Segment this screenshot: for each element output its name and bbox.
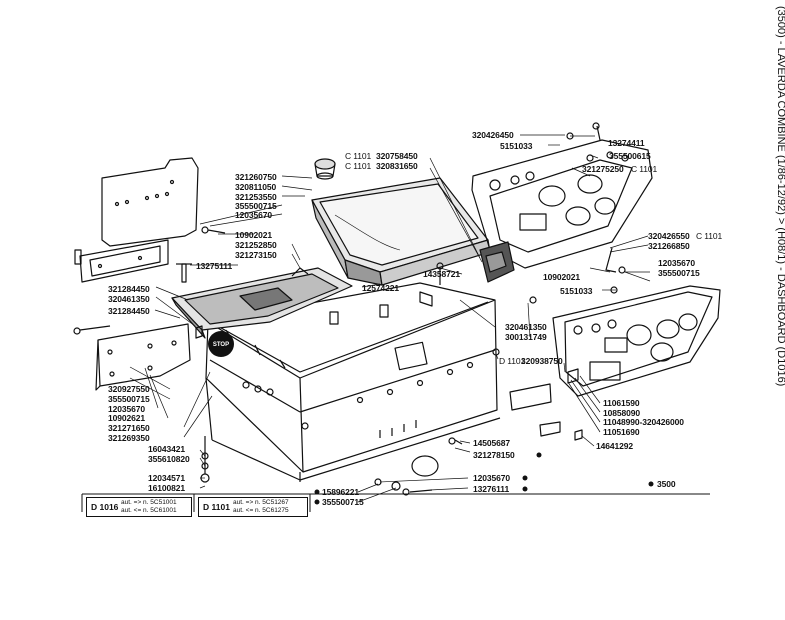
part-label: 321266850 (648, 241, 690, 251)
part-label: 321273150 (235, 250, 277, 260)
ref-box-code: D 1016 (91, 502, 119, 512)
instrument-panel-lower (552, 285, 721, 397)
leader-lines (129, 134, 651, 503)
part-label: 300131749 (505, 332, 547, 342)
part-label: 321252850 (235, 240, 277, 250)
part-label: 321269350 (108, 433, 150, 443)
stop-sticker (208, 331, 234, 357)
part-label: 321271650 (108, 423, 150, 433)
ref-box-row: aut. => n. 5C51267 (233, 499, 289, 506)
part-label: 11048990-320426000 (603, 417, 684, 427)
part-label: 13276111 (473, 484, 510, 494)
part-label: 355500715 (658, 268, 700, 278)
part-label: 321253550 (235, 192, 277, 202)
control-panel-tray (171, 267, 353, 339)
part-label: 12574221 (362, 283, 400, 293)
part-label: 14641292 (596, 441, 634, 451)
warning-sticker-plate (509, 368, 579, 437)
bottom-rules (81, 493, 710, 512)
ref-box-row: aut. <= n. 5C61001 (121, 507, 177, 514)
part-label: 355500715 (322, 497, 364, 507)
ref-box-code: D 1101 (203, 502, 230, 512)
part-label: 5151033 (560, 286, 593, 296)
ref-box-d1101: D 1101 aut. => n. 5C51267 aut. <= n. 5C6… (198, 497, 308, 517)
part-label: D 1101 (499, 356, 526, 366)
part-label: 320461350 (505, 322, 547, 332)
part-label: 14358721 (423, 269, 461, 279)
part-label: 12035670 (108, 404, 146, 414)
part-label: 321260750 (235, 172, 277, 182)
part-label: 12034571 (148, 473, 186, 483)
part-label: 12035670 (235, 210, 273, 220)
part-label: 11051690 (603, 427, 640, 437)
ref-box-row: aut. => n. 5C51001 (121, 499, 177, 506)
ref-box-row: aut. <= n. 5C61275 (233, 507, 289, 514)
part-label: 355500715 (235, 201, 277, 211)
dashboard-box (205, 282, 501, 482)
part-label: 321275250 (582, 164, 624, 174)
page-title: (3500) - LAVERDA COMBINE (1/86-12/92) > … (775, 6, 785, 387)
bullet-dots (314, 452, 654, 505)
part-label: C 1101 (345, 161, 372, 171)
fasteners (73, 122, 626, 496)
part-label: 320426450 (472, 130, 514, 140)
part-label: 320426550 (648, 231, 690, 241)
part-label: 10902021 (235, 230, 273, 240)
part-label: 13274411 (608, 138, 645, 148)
ref-box-d1016: D 1016 aut. => n. 5C51001 aut. <= n. 5C6… (86, 497, 192, 517)
part-label: 16100821 (148, 483, 186, 493)
part-label: 320461350 (108, 294, 150, 304)
part-label: 5151033 (500, 141, 533, 151)
part-label: 321284450 (108, 284, 150, 294)
part-label: 10902621 (108, 413, 146, 423)
switch-cluster (479, 241, 515, 283)
part-label: 321278150 (473, 450, 515, 460)
stop-sticker-text: STOP (213, 342, 229, 348)
part-label: 10902021 (543, 272, 581, 282)
part-label: 320811050 (235, 182, 277, 192)
part-label: 321284450 (108, 306, 150, 316)
upper-tray (311, 177, 491, 286)
part-label: C 1101 (345, 151, 372, 161)
part-label: 355610820 (148, 454, 190, 464)
part-label: 12035670 (658, 258, 696, 268)
part-label: 12035670 (473, 473, 511, 483)
part-label: 355500615 (609, 151, 651, 161)
part-label: 3500 (657, 479, 676, 489)
part-label: 320927550 (108, 384, 150, 394)
cup-part (314, 158, 336, 180)
bracket-plate-lower (95, 323, 191, 391)
bracket-plate-top (74, 157, 199, 283)
part-label: 14505687 (473, 438, 511, 448)
part-label: 11061590 (603, 398, 640, 408)
part-label: 15896221 (322, 487, 360, 497)
part-label: 10858090 (603, 408, 641, 418)
part-label: 13275111 (196, 261, 233, 271)
part-label: 16043421 (148, 444, 186, 454)
part-label: 320758450 (376, 151, 418, 161)
part-label: C 1101 (631, 164, 658, 174)
part-label: 320938750 (521, 356, 563, 366)
part-label: 355500715 (108, 394, 150, 404)
part-label: 320831650 (376, 161, 418, 171)
part-label: C 1101 (696, 231, 723, 241)
